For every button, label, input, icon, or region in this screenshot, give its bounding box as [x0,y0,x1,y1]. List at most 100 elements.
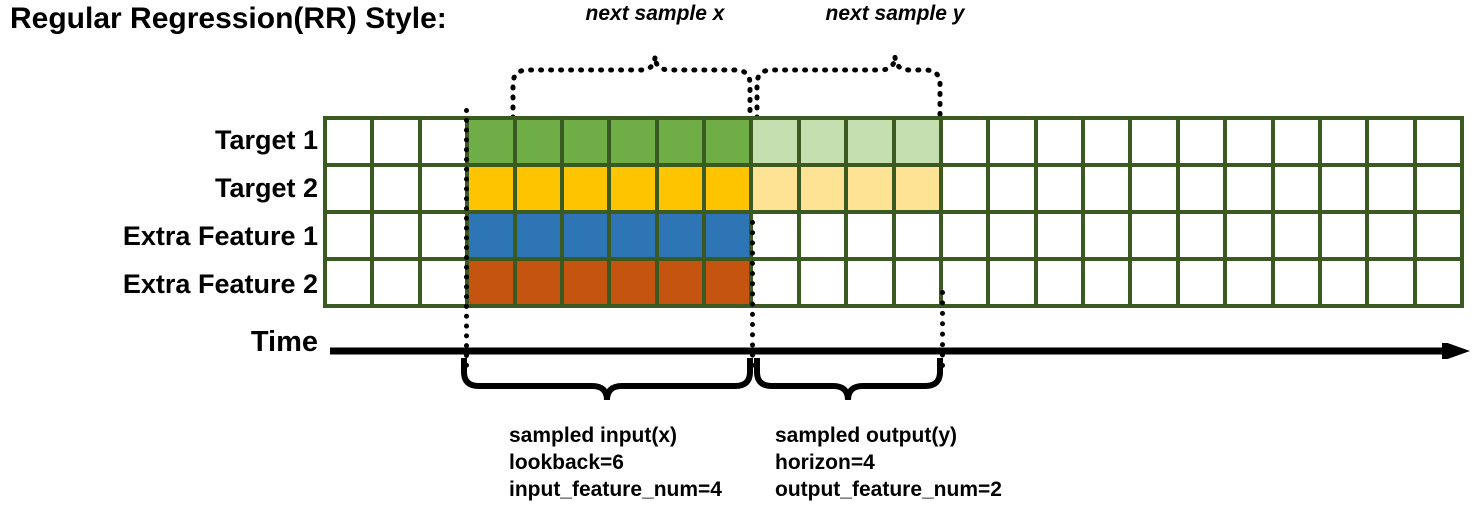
grid-cell [990,167,1034,210]
sampled-input-feature-num: input_feature_num=4 [509,478,722,501]
grid-cell [327,120,371,163]
grid-cell [374,261,418,304]
grid-cell [658,214,702,257]
grid-cell [1274,261,1318,304]
grid-row-target-1 [327,120,1460,163]
grid-cell [658,120,702,163]
grid-cell [1132,120,1176,163]
grid-cell [1179,261,1224,304]
sampled-input-note: sampled input(x) lookback=6 input_featur… [509,422,722,503]
grid-cell [1321,261,1366,304]
grid-cell [1416,261,1460,304]
grid-cell [706,214,750,257]
grid-cell [516,120,560,163]
grid-cell [563,261,608,304]
grid-cell [895,120,939,163]
grid-cell [848,120,892,163]
grid-cell [753,120,797,163]
grid-cell [1227,167,1271,210]
grid-cell [563,167,608,210]
next-sample-x-brace [510,55,753,121]
sampled-output-feature-num: output_feature_num=2 [775,478,1002,501]
grid-cell [421,167,466,210]
grid-cell [800,120,845,163]
grid-cell [942,261,987,304]
sampled-output-title: sampled output(y) [775,424,957,447]
grid-cell [327,261,371,304]
grid-cell [374,120,418,163]
grid-cell [1085,214,1129,257]
sampled-output-note: sampled output(y) horizon=4 output_featu… [775,422,1002,503]
grid-cell [1179,214,1224,257]
page-title: Regular Regression(RR) Style: [10,2,447,35]
sampled-output-brace [754,358,943,401]
grid-cell [516,261,560,304]
sampled-input-title: sampled input(x) [509,424,678,447]
grid-cell [1321,167,1366,210]
grid-cell [990,214,1034,257]
grid-cell [1037,261,1081,304]
grid-cell [421,120,466,163]
sampled-output-horizon: horizon=4 [775,451,875,474]
grid-cell [1416,120,1460,163]
grid-cell [469,214,513,257]
bottom-brace-group [461,358,943,401]
grid-cell [706,167,750,210]
grid-cell [895,214,939,257]
output-end-guide [940,290,945,368]
grid-cell [753,261,797,304]
grid-cell [942,214,987,257]
input-end-guide [750,220,755,368]
grid-cell [611,214,655,257]
row-label-extra-feature-2: Extra Feature 2 [122,269,318,299]
time-axis-label: Time [250,326,318,358]
grid-cell [611,120,655,163]
grid-cell [1227,214,1271,257]
grid-cell [374,214,418,257]
sampled-input-lookback: lookback=6 [509,451,624,474]
grid-cell [1179,120,1224,163]
grid-cell [1321,120,1366,163]
grid-cell [563,214,608,257]
grid-cell [469,167,513,210]
grid-cell [800,214,845,257]
grid-cell [563,120,608,163]
grid-cell [753,214,797,257]
time-axis-arrow [330,343,1470,359]
grid-cell [895,167,939,210]
grid-cell [706,120,750,163]
grid-cell [327,214,371,257]
grid-cell [895,261,939,304]
grid-cell [990,261,1034,304]
grid-cell [1416,167,1460,210]
grid-cell [942,120,987,163]
grid-cell [658,167,702,210]
grid-cell [1321,214,1366,257]
timeline-grid [323,116,1464,308]
grid-cell [1085,261,1129,304]
grid-cell [1227,120,1271,163]
grid-cell [800,261,845,304]
grid-cell [1085,120,1129,163]
grid-row-extra-feature-1 [327,214,1460,257]
grid-cell [658,261,702,304]
grid-cell [611,261,655,304]
grid-cell [1085,167,1129,210]
grid-cell [611,167,655,210]
row-label-target-2: Target 2 [214,173,318,203]
grid-row-target-2 [327,167,1460,210]
grid-cell [1416,214,1460,257]
grid-cell [1274,214,1318,257]
grid-cell [374,167,418,210]
grid-cell [1132,167,1176,210]
grid-cell [706,261,750,304]
grid-cell [516,167,560,210]
grid-cell [800,167,845,210]
sampled-input-brace [461,358,753,401]
grid-cell [327,167,371,210]
grid-cell [1132,214,1176,257]
grid-cell [1037,120,1081,163]
next-sample-y-label: next sample y [825,2,965,25]
grid-cell [848,261,892,304]
